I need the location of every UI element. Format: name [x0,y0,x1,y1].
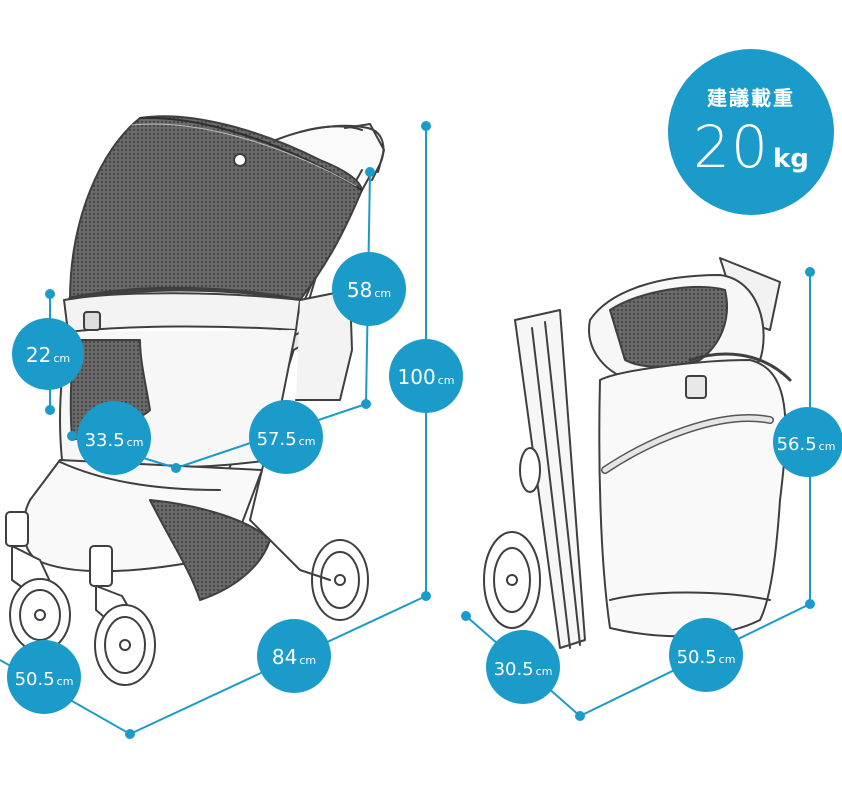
load-capacity-number: 20 [693,113,769,181]
load-capacity-unit: kg [772,144,809,174]
svg-text:56.5cm: 56.5cm [777,434,836,455]
svg-text:50.5cm: 50.5cm [677,647,736,668]
load-capacity-label: 建議載重 [707,86,795,110]
svg-text:50.5cm: 50.5cm [15,669,74,690]
folded-stroller-illustration [483,257,792,649]
svg-text:30.5cm: 30.5cm [494,659,553,680]
svg-text:33.5cm: 33.5cm [85,430,144,451]
open-stroller-illustration [5,115,385,686]
svg-text:57.5cm: 57.5cm [257,429,316,450]
